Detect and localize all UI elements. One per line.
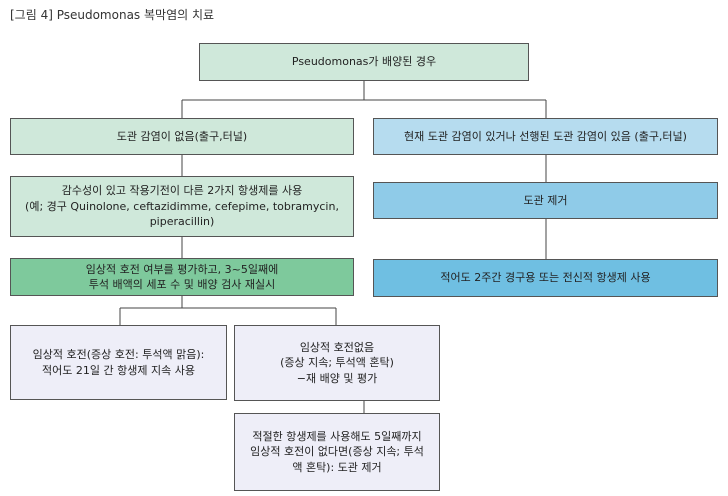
node-pseudomonas-cultured: Pseudomonas가 배양된 경우 bbox=[199, 43, 529, 81]
node-clinical-improvement: 임상적 호전(증상 호전: 투석액 맑음): 적어도 21일 간 항생제 지속 … bbox=[10, 325, 227, 400]
node-remove-catheter: 도관 제거 bbox=[373, 182, 718, 219]
node-evaluate-day3-5: 임상적 호전 여부를 평가하고, 3~5일째에 투석 배액의 세포 수 및 배양… bbox=[10, 258, 354, 296]
node-two-weeks-antibiotics: 적어도 2주간 경구용 또는 전신적 항생제 사용 bbox=[373, 259, 718, 297]
figure-caption: [그림 4] Pseudomonas 복막염의 치료 bbox=[10, 8, 215, 22]
node-two-antibiotics: 감수성이 있고 작용기전이 다른 2가지 항생제를 사용 (예; 경구 Quin… bbox=[10, 176, 354, 237]
node-catheter-infection-present: 현재 도관 감염이 있거나 선행된 도관 감염이 있음 (출구,터널) bbox=[373, 118, 718, 155]
node-no-improvement: 임상적 호전없음 (증상 지속; 투석액 혼탁) −재 배양 및 평가 bbox=[234, 325, 440, 401]
node-remove-catheter-day5: 적절한 항생제를 사용해도 5일째까지 임상적 호전이 없다면(증상 지속; 투… bbox=[234, 413, 440, 491]
node-no-catheter-infection: 도관 감염이 없음(출구,터널) bbox=[10, 118, 354, 155]
